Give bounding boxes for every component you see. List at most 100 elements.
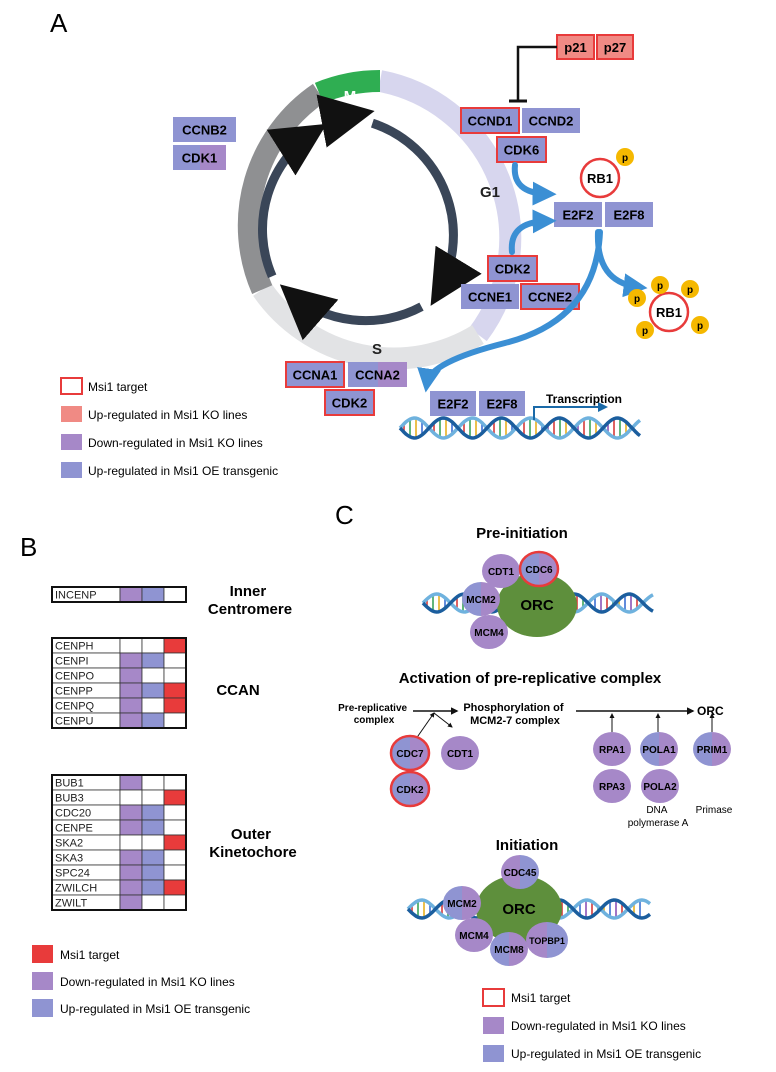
heatmap-cell: [141, 682, 165, 699]
protein-fill-left: [470, 615, 489, 649]
protein-target-outline: [389, 770, 431, 808]
legend-label: Up-regulated in Msi1 OE transgenic: [60, 1002, 250, 1016]
protein-label: TOPBP1: [529, 936, 565, 946]
activation-title: Activation of pre-replicative complex: [399, 670, 662, 687]
heatmap-cell: [163, 774, 187, 791]
rb1-label-top: RB1: [587, 171, 613, 186]
heatmap-cell: [141, 637, 165, 654]
phase-label-g1: G1: [480, 184, 500, 201]
heatmap-cell: [119, 804, 143, 821]
protein-fill-left: [593, 769, 612, 803]
protein-topbp1: TOPBP1: [526, 922, 568, 958]
legend-label: Up-regulated in Msi1 OE transgenic: [88, 464, 278, 478]
protein-fill-right: [460, 736, 479, 770]
heatmap-cell: [119, 637, 143, 654]
group-title-ccan: CCAN: [216, 682, 259, 699]
heatmap-cell: [119, 697, 143, 714]
legend-swatch-up-oe: [483, 1045, 504, 1062]
pre-rep-label: Pre-replicative complex: [338, 703, 410, 726]
heatmap-cell: [119, 819, 143, 836]
gene-box-p27: [596, 34, 634, 60]
heatmap-cell: [141, 789, 165, 806]
gene-label-ccnd1: CCND1: [468, 114, 513, 129]
orc-complex: [497, 573, 577, 637]
protein-label: PRIM1: [697, 745, 728, 756]
gene-label-ccna2: CCNA2: [355, 368, 400, 383]
protein-fill-left: [443, 886, 462, 920]
protein-fill-left: [482, 554, 501, 588]
legend-c: Msi1 target Down-regulated in Msi1 KO li…: [482, 988, 701, 1062]
transcription-label: Transcription: [546, 392, 622, 406]
protein-target-outline: [518, 550, 560, 588]
heatmap-cell: [119, 774, 143, 791]
protein-mcm2: MCM2: [443, 886, 481, 920]
heatmap-cell: [163, 652, 187, 669]
cycle-arrows: [258, 94, 482, 341]
gene-box-cdk2-s: [324, 389, 375, 416]
heatmap-gene-label: CENPI: [55, 656, 89, 668]
initiation-title: Initiation: [496, 837, 559, 854]
legend-label: Up-regulated in Msi1 KO lines: [88, 408, 247, 422]
protein-prim1: PRIM1: [693, 732, 731, 766]
orc-label: ORC: [502, 901, 536, 918]
gene-label-e2f2-bottom: E2F2: [437, 397, 468, 412]
legend-label: Up-regulated in Msi1 OE transgenic: [511, 1047, 701, 1061]
heatmap-gene-label: SKA2: [55, 838, 83, 850]
protein-mcm2: MCM2: [462, 582, 500, 616]
protein-label: MCM2: [447, 899, 477, 910]
signal-arrow-cdk6-e2f: [511, 162, 557, 206]
heatmap-gene-label: BUB1: [55, 778, 84, 790]
signal-arrow-e2f-rb1: [594, 229, 648, 298]
heatmap-cell: [119, 667, 143, 684]
legend-swatch-up-ko: [61, 406, 82, 422]
legend-label: Down-regulated in Msi1 KO lines: [88, 436, 263, 450]
dna-strand: [398, 416, 642, 440]
heatmap-gene-label: BUB3: [55, 793, 84, 805]
gene-label-p21: p21: [564, 40, 586, 55]
dna-polymerase-label: DNA polymerase A: [628, 805, 689, 829]
protein-fill-right: [462, 886, 481, 920]
heatmap-cell: [163, 804, 187, 821]
gene-label-cdk6: CDK6: [504, 143, 539, 158]
heatmap: INCENPCENPHCENPICENPOCENPPCENPQCENPUBUB1…: [51, 586, 187, 911]
signal-arrows: [417, 162, 648, 393]
heatmap-gene-label: CENPP: [55, 686, 93, 698]
protein-fill-right: [410, 736, 429, 770]
rb1-circle-top: [579, 157, 621, 199]
heatmap-cell: [141, 834, 165, 851]
heatmap-cell: [119, 682, 143, 699]
orc-label: ORC: [520, 597, 554, 614]
heatmap-cell: [141, 894, 165, 911]
heatmap-group-border: [51, 774, 187, 911]
heatmap-cell: [141, 712, 165, 729]
heatmap-cell: [141, 652, 165, 669]
legend-swatch-target: [482, 988, 505, 1007]
protein-fill-left: [455, 918, 474, 952]
heatmap-cell: [119, 652, 143, 669]
protein-fill-left: [520, 552, 539, 586]
protein-mcm4: MCM4: [470, 615, 508, 649]
gene-label-ccne2: CCNE2: [528, 290, 572, 305]
legend-swatch-up-oe: [61, 462, 82, 478]
heatmap-cell: [163, 894, 187, 911]
phospho-label: p: [634, 294, 640, 305]
phospho-dot: [681, 280, 699, 298]
protein-pola1: POLA1: [640, 732, 678, 766]
protein-fill-right: [659, 732, 678, 766]
signal-arrow-e2f-dna: [417, 229, 603, 393]
connector-cdt1: [433, 712, 453, 728]
protein-target-outline: [389, 734, 431, 772]
gene-label-e2f2-top: E2F2: [562, 208, 593, 223]
protein-fill-right: [660, 769, 679, 803]
protein-label: MCM4: [459, 931, 489, 942]
heatmap-cell: [141, 697, 165, 714]
heatmap-cell: [141, 864, 165, 881]
phospho-label: p: [622, 153, 628, 164]
gene-box-cdk1: [173, 145, 200, 170]
protein-fill-left: [462, 582, 481, 616]
gene-box-p21: [556, 34, 595, 60]
panel-c-label: C: [335, 500, 354, 530]
heatmap-cell: [119, 864, 143, 881]
heatmap-cell: [163, 879, 187, 896]
panel-b-label: B: [20, 532, 37, 562]
